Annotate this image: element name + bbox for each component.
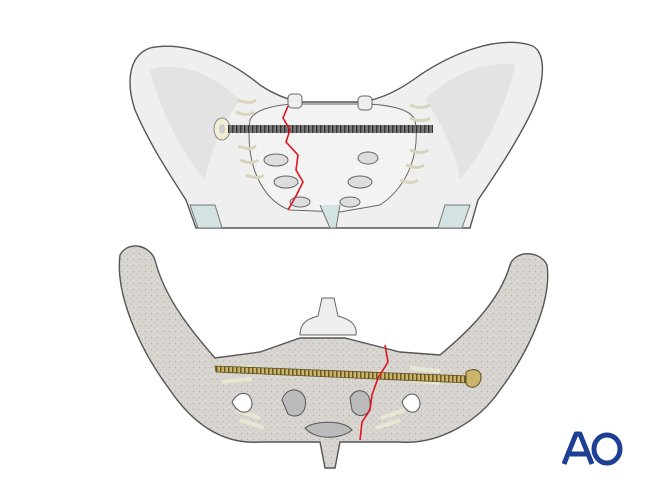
pelvis-ap-view [129, 41, 544, 229]
iliosacral-screw [228, 125, 433, 133]
ao-logo [562, 431, 623, 466]
pelvis-section [118, 245, 549, 469]
pelvis-inlet-view [118, 245, 549, 469]
screw-head [465, 369, 482, 388]
sacroiliac-ligaments [235, 98, 431, 184]
fracture-line [359, 344, 389, 441]
vertebra [299, 297, 357, 336]
fracture-line [282, 105, 304, 211]
